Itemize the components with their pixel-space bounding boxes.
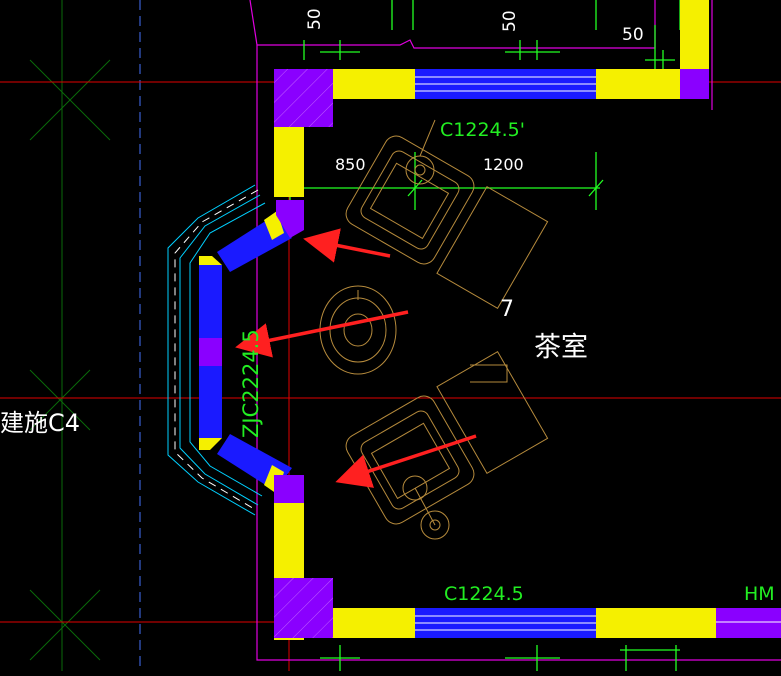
bottom-dimension-lines bbox=[320, 645, 680, 671]
dim-850: 850 bbox=[335, 155, 366, 174]
bottom-window bbox=[415, 608, 596, 638]
bay-window-label: ZJC2224.5 bbox=[239, 329, 263, 438]
window-top-label: C1224.5' bbox=[440, 119, 525, 141]
room-number: 7 bbox=[500, 297, 514, 322]
tea-table bbox=[319, 285, 397, 375]
bay-cyan-lines bbox=[167, 184, 266, 516]
armchair-top bbox=[345, 135, 549, 309]
door-label-partial: HM bbox=[744, 583, 775, 605]
columns bbox=[274, 69, 781, 638]
top-window bbox=[415, 69, 596, 99]
side-ref-label: 建施C4 bbox=[0, 409, 80, 437]
armchair-bottom bbox=[345, 351, 549, 525]
axis-lines bbox=[0, 81, 781, 671]
dim-top-mid: 50 bbox=[500, 10, 520, 32]
dim-1200: 1200 bbox=[483, 155, 524, 174]
annotation-arrows bbox=[235, 228, 477, 488]
furniture bbox=[319, 119, 549, 540]
bay-window bbox=[199, 200, 304, 503]
background-grid bbox=[29, 0, 111, 671]
dim-top-right: 50 bbox=[622, 25, 644, 45]
window-bottom-label: C1224.5 bbox=[444, 583, 524, 605]
room-name: 茶室 bbox=[534, 332, 588, 363]
dim-top-left: 50 bbox=[305, 8, 325, 30]
arrow-upper bbox=[303, 228, 391, 263]
arrow-lower bbox=[335, 434, 477, 488]
bay-white-dash bbox=[174, 189, 259, 511]
arrow-middle bbox=[235, 310, 409, 358]
